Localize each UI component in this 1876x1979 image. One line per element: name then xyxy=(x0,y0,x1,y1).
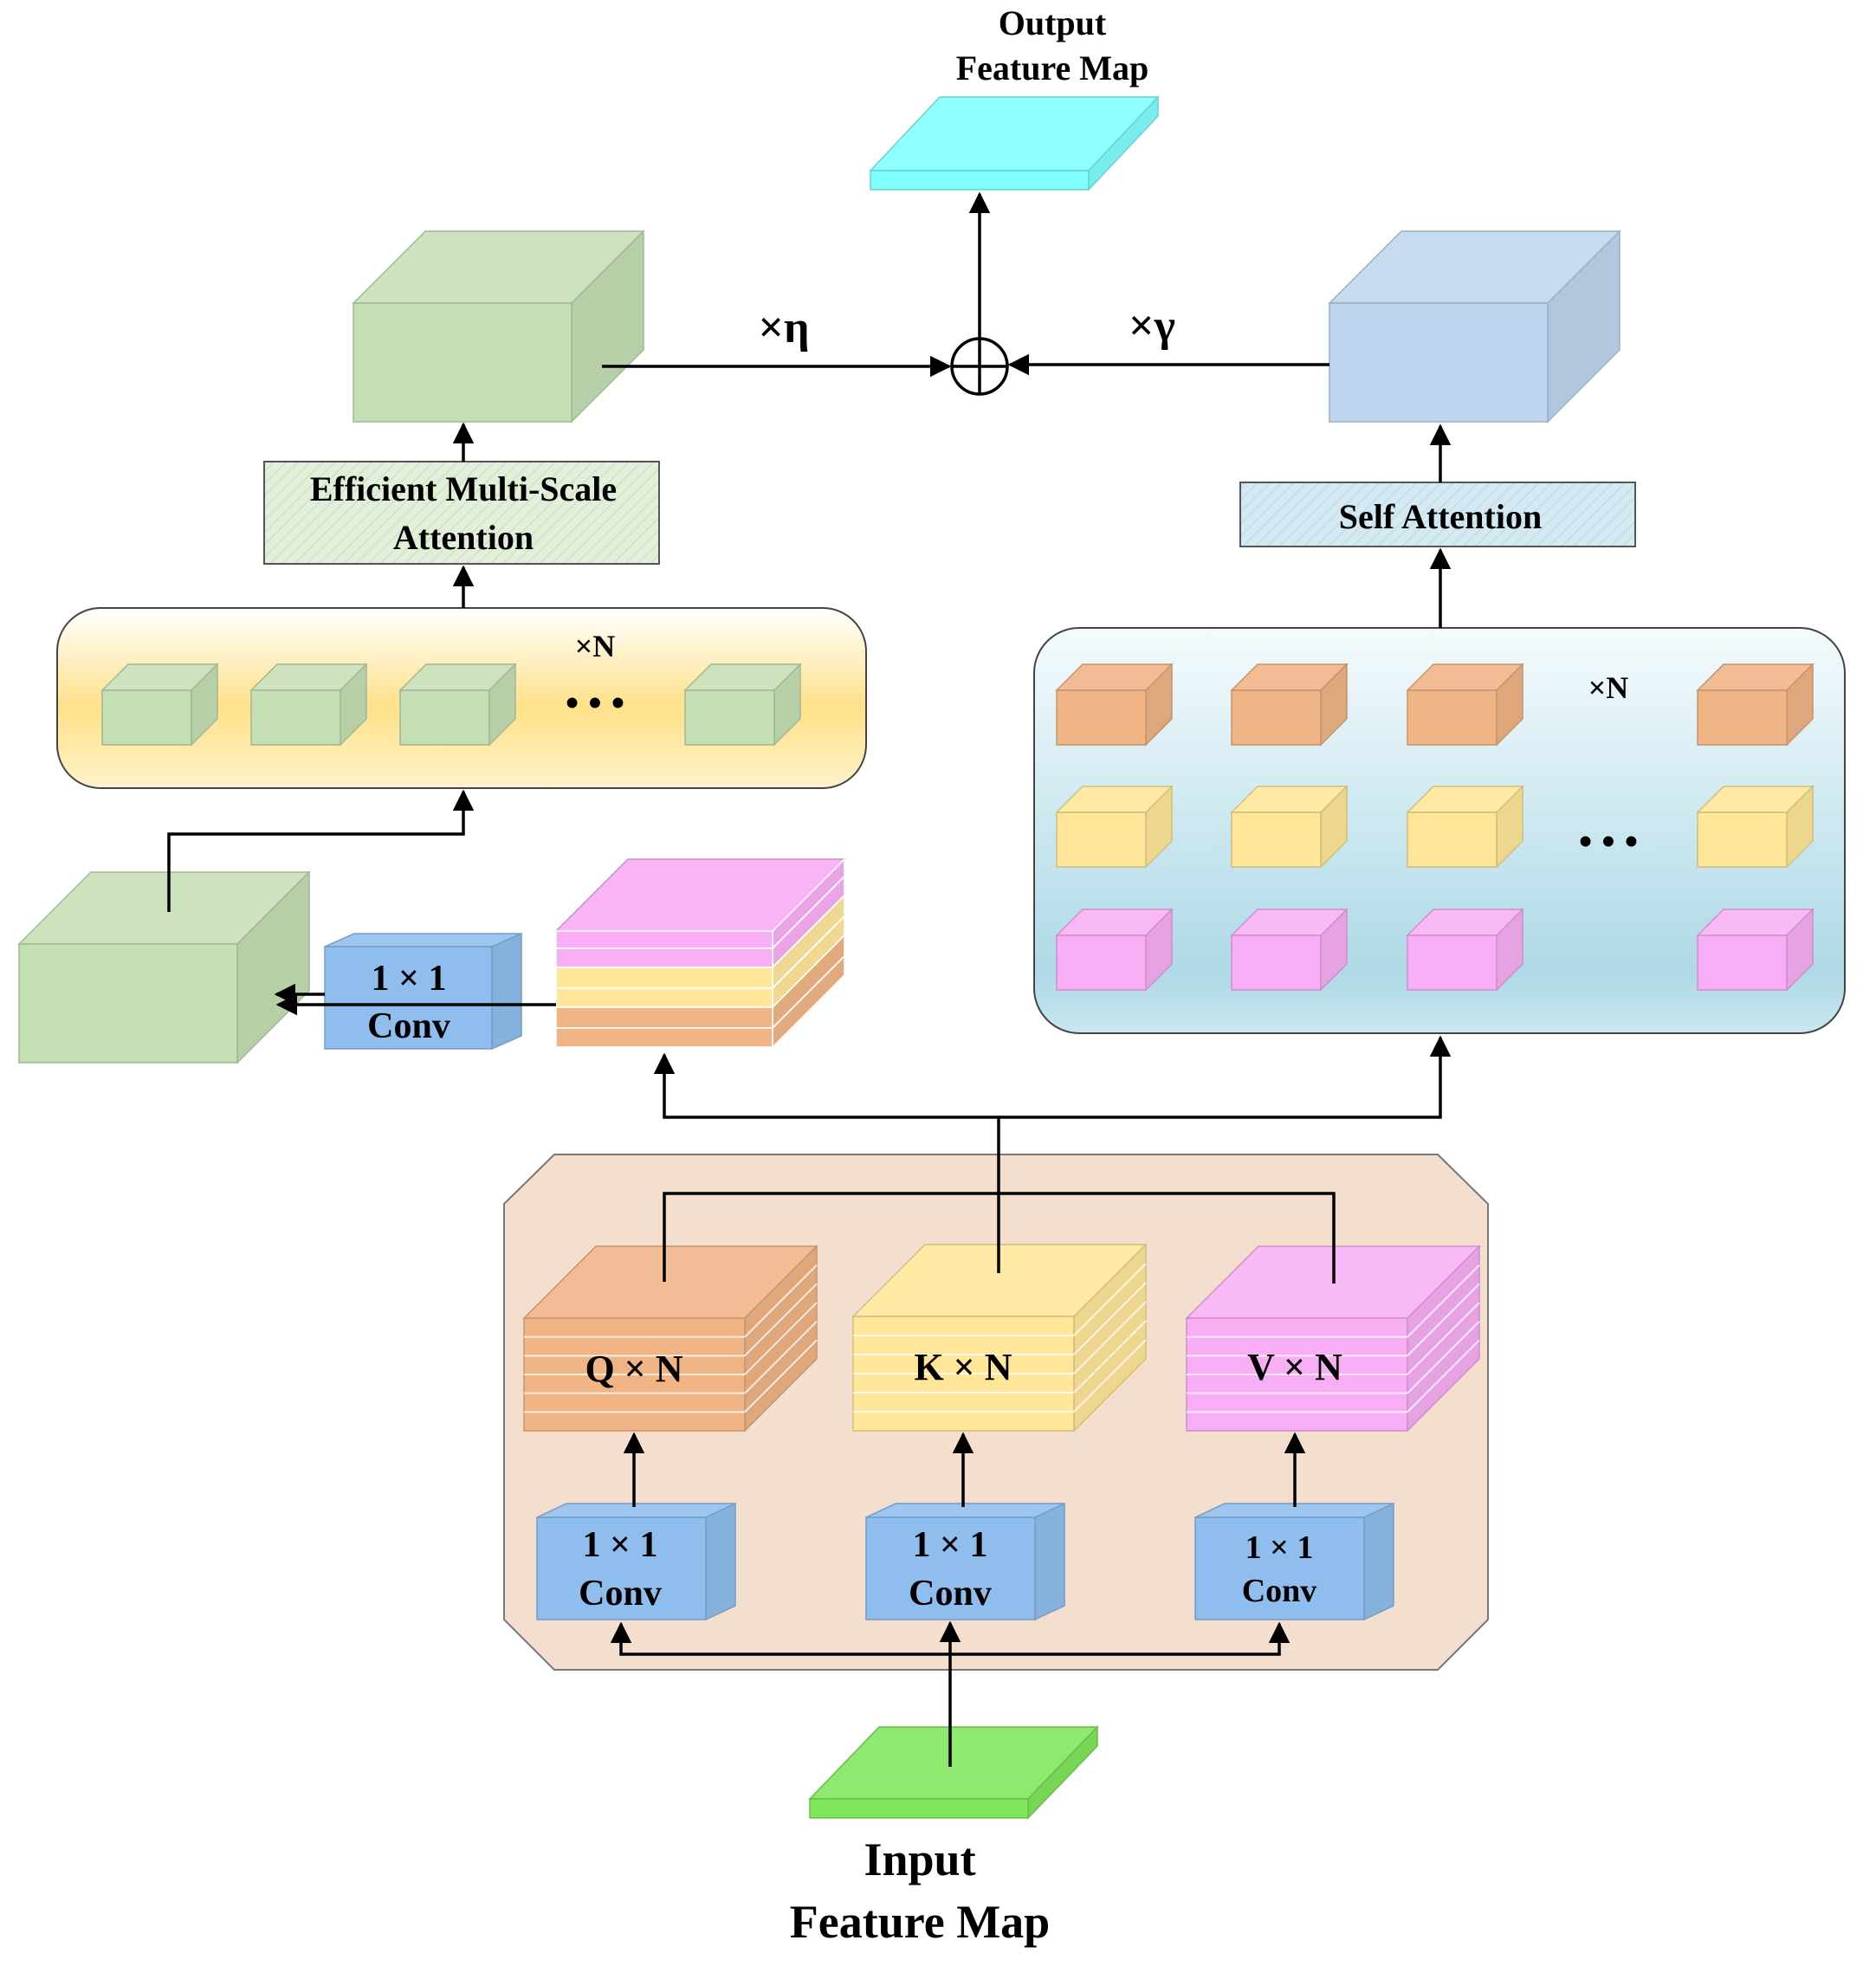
blue-panel-ellipsis: • • • xyxy=(1579,820,1638,863)
head-q-cube-1 xyxy=(1055,663,1174,747)
self-attention-box xyxy=(1239,482,1636,547)
conv-v-block xyxy=(1194,1502,1394,1621)
yellow-panel-times-n: ×N xyxy=(575,629,616,663)
multiscale-small-cube-2 xyxy=(249,663,368,747)
input-feature-map xyxy=(808,1725,1099,1820)
head-k-cube-4 xyxy=(1696,785,1815,869)
head-v-cube-1 xyxy=(1055,908,1174,992)
head-k-cube-2 xyxy=(1230,785,1349,869)
qkv-to-heads-arrow xyxy=(999,1035,1452,1119)
emsa-box xyxy=(263,461,660,565)
fused-to-panel-arrow xyxy=(167,789,475,912)
q-feature-stack xyxy=(522,1245,818,1433)
head-v-cube-2 xyxy=(1230,908,1349,992)
eta-weight-label: ×η xyxy=(758,303,809,352)
input-to-conv-v-arrow xyxy=(950,1621,1291,1656)
conv-k-label-top: 1 × 1 xyxy=(913,1525,988,1565)
emsa-label-line2: Attention xyxy=(393,518,534,557)
blue-panel-times-n: ×N xyxy=(1588,670,1629,705)
conv-q-block xyxy=(536,1502,736,1621)
conv-v-label-bottom: Conv xyxy=(1242,1573,1317,1609)
conv-left-label-bottom: Conv xyxy=(367,1006,450,1046)
emsa-output-cube xyxy=(352,230,645,424)
conv-q-label-bottom: Conv xyxy=(579,1574,662,1614)
k-feature-stack xyxy=(851,1243,1148,1433)
input-label-line1: Input xyxy=(864,1833,975,1885)
gamma-weight-label: ×γ xyxy=(1129,301,1175,351)
conv-left-label-top: 1 × 1 xyxy=(372,959,447,999)
v-label: V × N xyxy=(1247,1346,1342,1388)
head-v-cube-3 xyxy=(1406,908,1524,992)
input-label-line2: Feature Map xyxy=(790,1896,1050,1948)
conv-k-block xyxy=(865,1502,1065,1621)
self-attention-output-cube xyxy=(1328,230,1621,424)
shapes-layer xyxy=(17,95,1846,1820)
emsa-label-line1: Efficient Multi-Scale xyxy=(310,469,617,508)
output-label-line1: Output xyxy=(999,3,1107,42)
k-label: K × N xyxy=(914,1346,1012,1388)
head-k-cube-1 xyxy=(1055,785,1174,869)
conv-q-label-top: 1 × 1 xyxy=(583,1525,658,1565)
input-to-conv-q-arrow xyxy=(610,1621,950,1656)
q-label: Q × N xyxy=(585,1348,682,1390)
fused-feature-cube xyxy=(17,870,311,1064)
conv-v-label-top: 1 × 1 xyxy=(1245,1530,1314,1566)
yellow-panel-ellipsis: • • • xyxy=(566,682,624,724)
labels-layer: Output Feature Map ×η ×γ Efficient Multi… xyxy=(310,3,1638,1948)
multiscale-small-cube-1 xyxy=(100,663,219,747)
concatenated-qkv-slab xyxy=(554,857,846,1050)
head-q-cube-4 xyxy=(1696,663,1815,747)
multiscale-small-cube-3 xyxy=(398,663,517,747)
conv-fuse-block xyxy=(324,932,522,1051)
head-k-cube-3 xyxy=(1406,785,1524,869)
multiscale-small-cube-4 xyxy=(683,663,802,747)
head-q-cube-3 xyxy=(1406,663,1524,747)
head-q-cube-2 xyxy=(1230,663,1349,747)
conv-k-label-bottom: Conv xyxy=(909,1574,992,1614)
head-v-cube-4 xyxy=(1696,908,1815,992)
connectors-layer xyxy=(167,191,1452,1767)
output-label-line2: Feature Map xyxy=(956,49,1149,87)
qv-bridge-line xyxy=(663,1192,1336,1284)
qkv-to-slab-arrow xyxy=(653,1052,1000,1273)
output-feature-map xyxy=(869,95,1160,191)
self-attention-label: Self Attention xyxy=(1339,497,1542,536)
